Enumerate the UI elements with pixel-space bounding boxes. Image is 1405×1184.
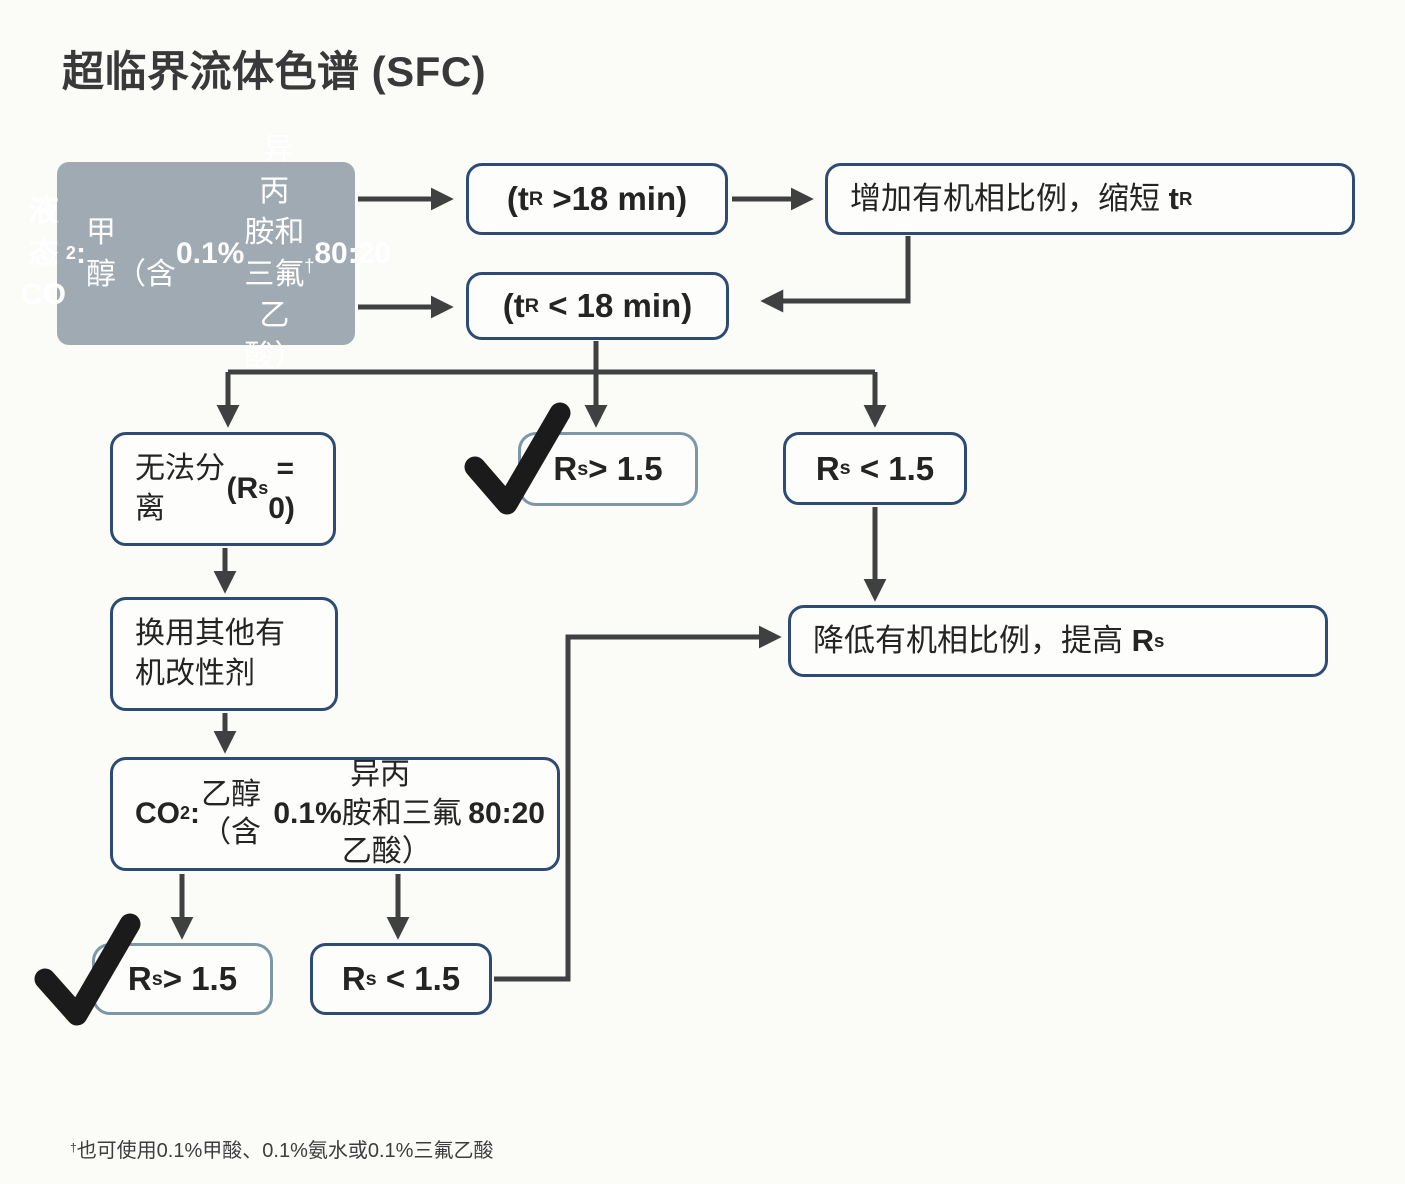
footnote: †也可使用0.1%甲酸、0.1%氨水或0.1%三氟乙酸 (70, 1140, 494, 1162)
page-title: 超临界流体色谱 (SFC) (62, 48, 487, 95)
node-change-organic-modifier: 换用其他有 机改性剂 (110, 597, 338, 711)
arrow-increase-to-trlt (760, 236, 911, 313)
branch-bar (228, 341, 875, 375)
